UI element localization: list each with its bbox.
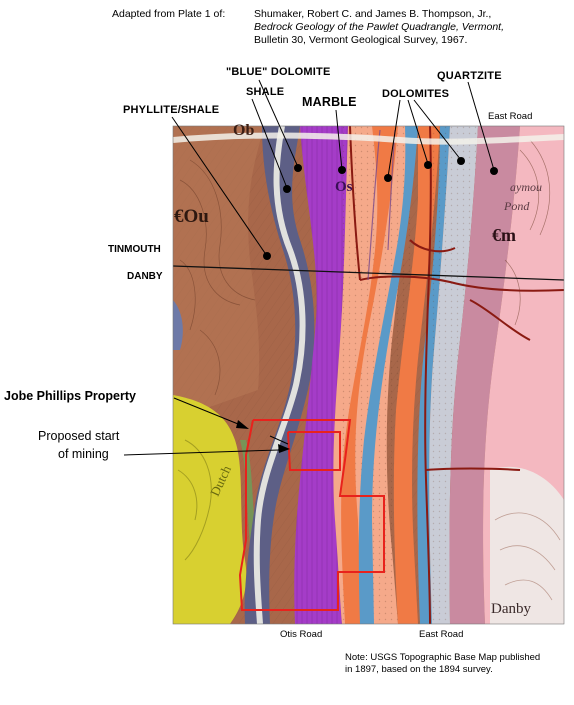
- label-quartzite: QUARTZITE: [437, 70, 502, 82]
- map-label-pond: Pond: [504, 199, 530, 213]
- mauve-zone: [449, 126, 520, 624]
- property-boundary: [238, 419, 385, 611]
- map-label-danby: Danby: [491, 601, 531, 617]
- label-danby: DANBY: [127, 271, 163, 282]
- note-line-1: Note: USGS Topographic Base Map publishe…: [345, 652, 541, 663]
- mining-start-box: [287, 431, 341, 471]
- label-blue-dolomite: "BLUE" DOLOMITE: [226, 66, 331, 78]
- citation-lead: Adapted from Plate 1 of:: [112, 8, 226, 20]
- map-symbol-em: €m: [492, 225, 516, 245]
- label-of-mining: of mining: [58, 447, 109, 461]
- label-east-road-bottom: East Road: [419, 629, 464, 640]
- map-symbol-ob: Ob: [233, 122, 255, 139]
- citation-authors: Shumaker, Robert C. and James B. Thompso…: [254, 8, 492, 20]
- dolomite-orange-band: [341, 126, 398, 624]
- label-phyllite-shale: PHYLLITE/SHALE: [123, 104, 220, 116]
- map-symbol-sou: €Ou: [174, 206, 209, 227]
- blue-dolomite-band: [358, 126, 418, 624]
- citation-title: Bedrock Geology of the Pawlet Quadrangle…: [254, 21, 505, 33]
- label-marble: MARBLE: [302, 95, 357, 109]
- note-line-2: in 1897, based on the 1894 survey.: [345, 664, 493, 675]
- label-otis-road: Otis Road: [280, 629, 323, 640]
- label-east-road-top: East Road: [488, 111, 533, 122]
- label-dolomites: DOLOMITES: [382, 88, 450, 100]
- label-shale: SHALE: [246, 86, 285, 98]
- phyllite-light-zone: [173, 126, 265, 420]
- yellow-unit: [173, 395, 247, 624]
- map-label-raymond: aymou: [510, 180, 542, 194]
- citation-series: Bulletin 30, Vermont Geological Survey, …: [254, 34, 468, 46]
- label-jobe-phillips-property: Jobe Phillips Property: [4, 389, 136, 403]
- map-symbol-os: Os: [335, 179, 353, 195]
- label-tinmouth: TINMOUTH: [108, 244, 161, 255]
- label-proposed-start: Proposed start: [38, 429, 120, 443]
